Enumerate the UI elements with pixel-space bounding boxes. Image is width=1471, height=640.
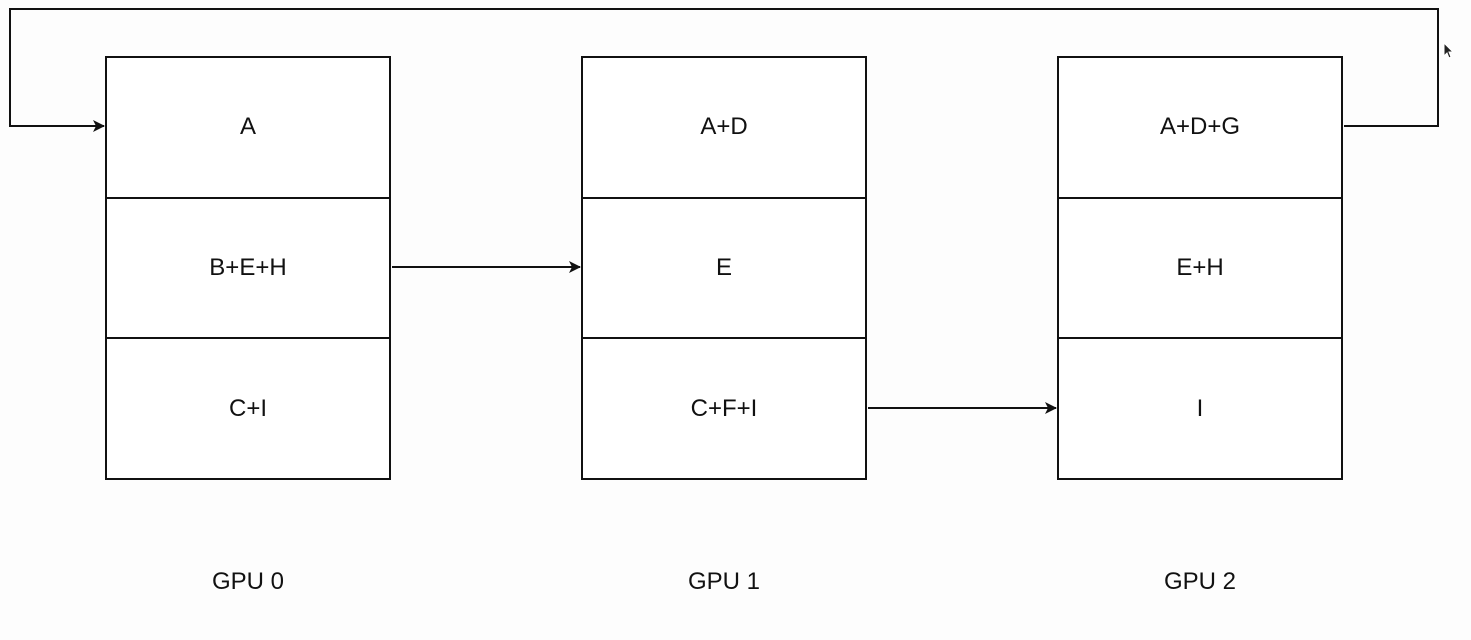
gpu-1-box: A+D E C+F+I xyxy=(581,56,867,480)
gpu-1-cell-2: C+F+I xyxy=(690,394,758,422)
arrow-gpu2-to-gpu0-wraparound xyxy=(9,8,1439,132)
gpu-1-label: GPU 1 xyxy=(687,568,761,595)
gpu-0-cell-1: B+E+H xyxy=(107,199,389,340)
gpu-0-label: GPU 0 xyxy=(211,568,285,595)
mouse-pointer-icon xyxy=(1443,42,1455,59)
gpu-2-cell-0: A+D+G xyxy=(1059,58,1341,199)
gpu-0-cell-0: A xyxy=(107,58,389,199)
gpu-2-box: A+D+G E+H I xyxy=(1057,56,1343,480)
gpu-1-cell-1: E xyxy=(583,199,865,340)
gpu-2-label: GPU 2 xyxy=(1163,568,1237,595)
gpu-1-cell-0: A+D xyxy=(583,58,865,199)
gpu-2-cell-2: I xyxy=(1196,394,1204,422)
gpu-0-cell-2: C+I xyxy=(228,394,267,422)
gpu-0-box: A B+E+H C+I xyxy=(105,56,391,480)
gpu-2-cell-1: E+H xyxy=(1059,199,1341,340)
